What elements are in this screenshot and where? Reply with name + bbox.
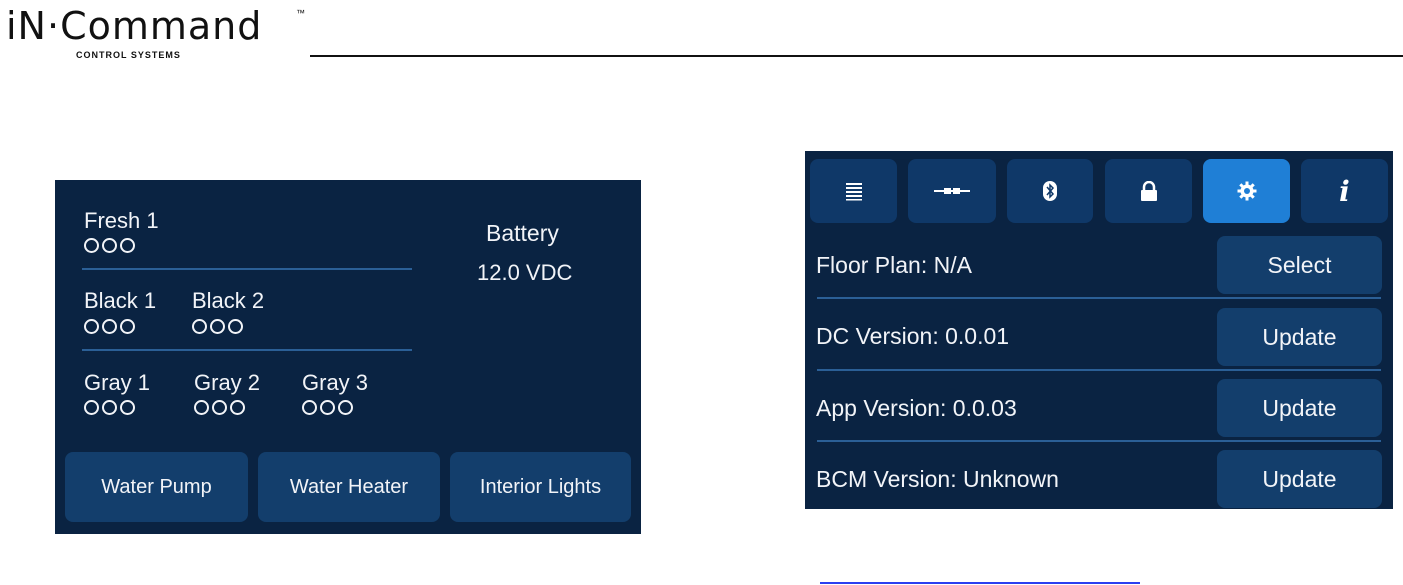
tank-label-gray-2: Gray 2 [194,370,260,396]
water-heater-button[interactable]: Water Heater [258,452,440,522]
brand-tagline: CONTROL SYSTEMS [76,50,181,60]
level-indicator [210,319,225,334]
tank-label-black-2: Black 2 [192,288,264,314]
battery-voltage: 12.0 VDC [477,260,572,286]
level-indicator [102,319,117,334]
level-indicator [230,400,245,415]
bluetooth-icon [1043,181,1057,201]
tank-level-fresh-1 [84,238,135,253]
brand-name: iN·Command [6,4,262,48]
tank-label-gray-3: Gray 3 [302,370,368,396]
bcm-version-label: BCM Version: Unknown [816,466,1059,493]
tank-group-divider [82,268,412,270]
level-indicator [102,400,117,415]
dc-version-label: DC Version: 0.0.01 [816,323,1009,350]
connection-icon [934,186,970,196]
select-floor-plan-button[interactable]: Select [1217,236,1382,294]
level-indicator [120,319,135,334]
update-app-button[interactable]: Update [1217,379,1382,437]
settings-row-divider [817,369,1381,371]
tab-bluetooth[interactable] [1007,159,1093,223]
level-indicator [194,400,209,415]
tank-group-divider [82,349,412,351]
tank-label-gray-1: Gray 1 [84,370,150,396]
level-indicator [338,400,353,415]
floor-plan-label: Floor Plan: N/A [816,252,972,279]
settings-panel: i Floor Plan: N/A Select DC Version: 0.0… [805,151,1393,509]
tank-status-panel: Fresh 1 Black 1 Black 2 Gray 1 Gray 2 Gr… [55,180,641,534]
tab-connection[interactable] [908,159,996,223]
tank-level-black-1 [84,319,135,334]
interior-lights-button[interactable]: Interior Lights [450,452,631,522]
info-icon: i [1339,175,1350,208]
level-indicator [84,319,99,334]
tab-list[interactable] [810,159,897,223]
tank-label-black-1: Black 1 [84,288,156,314]
update-bcm-button[interactable]: Update [1217,450,1382,508]
settings-row-divider [817,440,1381,442]
link-underline[interactable] [820,582,1140,584]
trademark-mark: ™ [296,8,305,18]
level-indicator [228,319,243,334]
lock-icon [1140,181,1158,201]
tank-level-gray-1 [84,400,135,415]
tank-level-black-2 [192,319,243,334]
level-indicator [320,400,335,415]
tab-security[interactable] [1105,159,1192,223]
level-indicator [84,238,99,253]
header-divider [310,55,1403,57]
level-indicator [212,400,227,415]
level-indicator [120,400,135,415]
settings-row-divider [817,297,1381,299]
level-indicator [84,400,99,415]
level-indicator [102,238,117,253]
tank-label-fresh-1: Fresh 1 [84,208,159,234]
level-indicator [302,400,317,415]
water-pump-button[interactable]: Water Pump [65,452,248,522]
level-indicator [120,238,135,253]
battery-label: Battery [486,220,559,247]
tank-level-gray-2 [194,400,245,415]
list-icon [844,181,864,201]
tab-settings[interactable] [1203,159,1290,223]
tank-level-gray-3 [302,400,353,415]
update-dc-button[interactable]: Update [1217,308,1382,366]
tab-info[interactable]: i [1301,159,1388,223]
gear-icon [1237,181,1257,201]
app-version-label: App Version: 0.0.03 [816,395,1017,422]
level-indicator [192,319,207,334]
brand-logo: iN·Command ™ CONTROL SYSTEMS [6,4,316,66]
